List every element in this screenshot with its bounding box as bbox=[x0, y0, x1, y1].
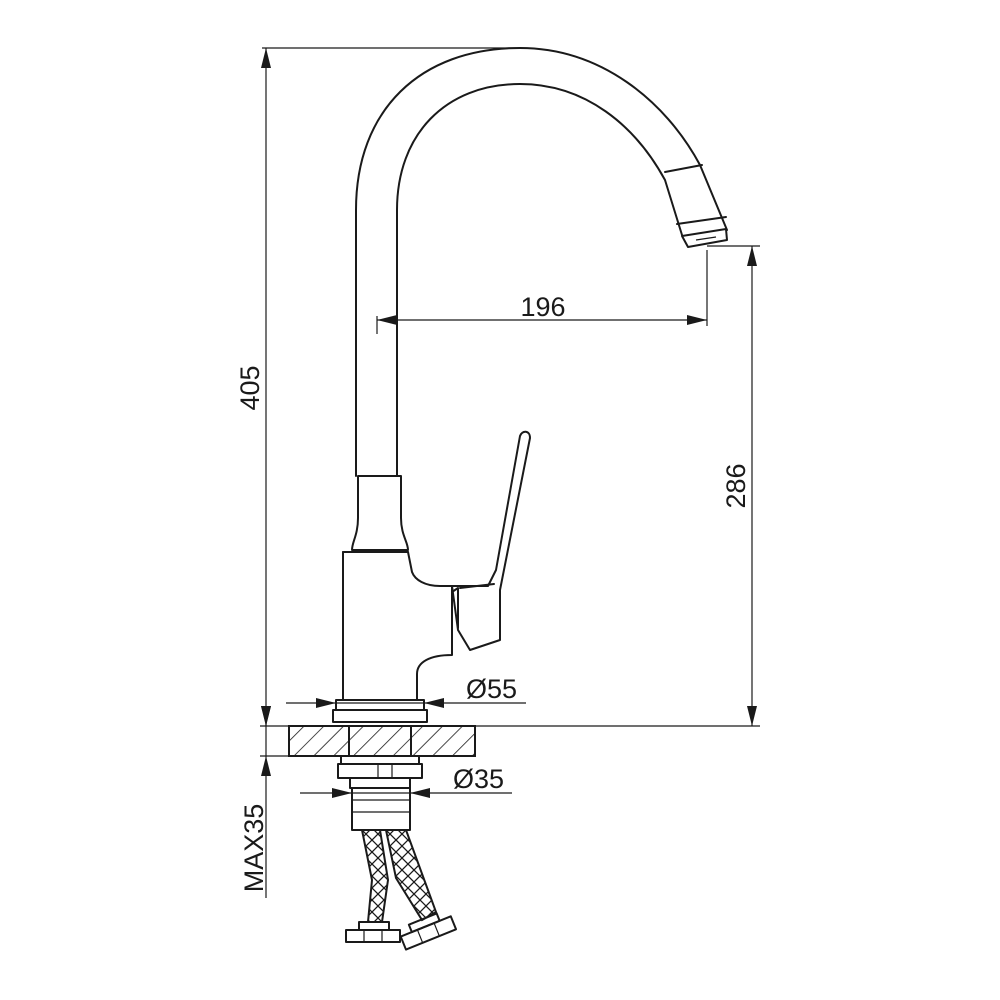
dimension-body-diameter: Ø55 bbox=[286, 674, 526, 708]
supply-hoses bbox=[345, 829, 458, 951]
hose-fitting-left bbox=[345, 921, 401, 943]
spout bbox=[355, 47, 728, 477]
mixer-body bbox=[342, 551, 453, 701]
dimension-total-height: 405 bbox=[235, 47, 520, 726]
dimension-max-deck-thickness: MAX35 bbox=[239, 706, 292, 898]
dimension-label-total-height: 405 bbox=[235, 365, 265, 410]
dimension-spout-height: 286 bbox=[707, 245, 760, 726]
dimension-shank-diameter: Ø35 bbox=[300, 764, 512, 798]
dimension-label-body-diameter: Ø55 bbox=[466, 674, 517, 704]
deck-section bbox=[288, 725, 476, 757]
hose-fitting-right bbox=[399, 912, 458, 951]
dimension-spout-reach: 196 bbox=[376, 250, 708, 334]
dimension-label-spout-height: 286 bbox=[721, 463, 751, 508]
dimension-label-max-deck-thickness: MAX35 bbox=[239, 804, 269, 893]
lever-handle bbox=[451, 430, 531, 651]
dimension-label-shank-diameter: Ø35 bbox=[453, 764, 504, 794]
dimension-label-spout-reach: 196 bbox=[520, 292, 565, 322]
column-collar bbox=[351, 475, 409, 551]
